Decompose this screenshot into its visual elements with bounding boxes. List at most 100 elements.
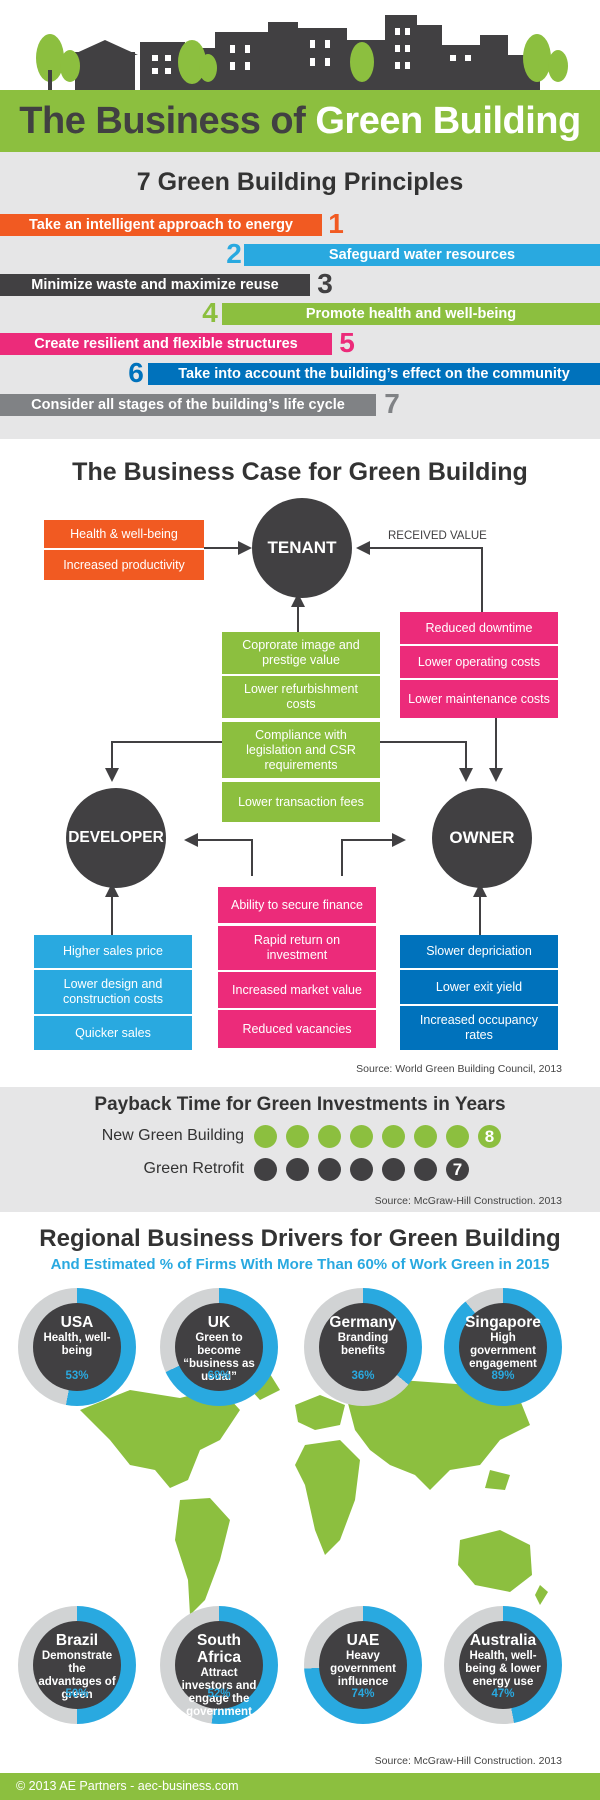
region-driver: Health, well-being & lower energy use — [465, 1650, 541, 1688]
region-percent: 52% — [207, 1688, 231, 1700]
payback-panel — [0, 1087, 600, 1212]
shared-value-box: Compliance with legislation and CSR requ… — [222, 722, 380, 778]
principle-bar: Take into account the building’s effect … — [148, 363, 600, 385]
tenant-value-box: Increased productivity — [44, 550, 204, 580]
region-name: Singapore — [465, 1314, 541, 1331]
payback-value: 7 — [446, 1158, 469, 1181]
shared-value-box: Lower transaction fees — [222, 782, 380, 822]
region-name: South Africa — [197, 1632, 241, 1666]
principle-number: 2 — [226, 238, 242, 269]
payback-dot — [382, 1125, 405, 1148]
principle-bar: Minimize waste and maximize reuse — [0, 274, 310, 296]
region-driver: Attract investors and engage the governm… — [181, 1667, 257, 1718]
developer-value-box: Higher sales price — [34, 935, 192, 968]
finance-value-box: Reduced vacancies — [218, 1010, 376, 1048]
payback-dot — [414, 1125, 437, 1148]
regional-heading: Regional Business Drivers for Green Buil… — [39, 1225, 561, 1252]
region-percent: 36% — [351, 1370, 375, 1382]
region-driver: Demonstrate the advantages of green — [38, 1650, 116, 1701]
owner-value-box: Reduced downtime — [400, 612, 558, 644]
region-percent: 74% — [351, 1688, 375, 1700]
received-value-label: RECEIVED VALUE — [388, 530, 487, 542]
finance-value-box: Ability to secure finance — [218, 887, 376, 923]
principles-heading: 7 Green Building Principles — [136, 168, 464, 196]
region-name: Brazil — [55, 1632, 99, 1649]
region-name: UK — [207, 1314, 231, 1331]
skyline-illustration — [0, 0, 600, 90]
payback-dot — [350, 1125, 373, 1148]
payback-dot — [414, 1158, 437, 1181]
payback-dot — [254, 1158, 277, 1181]
principle-number: 4 — [202, 297, 218, 328]
business-case-heading: The Business Case for Green Building — [72, 458, 528, 486]
tenant-value-box: Health & well-being — [44, 520, 204, 548]
finance-value-box: Rapid return on investment — [218, 926, 376, 970]
payback-dot — [318, 1158, 341, 1181]
payback-label: Green Retrofit — [143, 1160, 244, 1177]
developer-value-box: Quicker sales — [34, 1016, 192, 1050]
regional-source: Source: McGraw-Hill Construction. 2013 — [374, 1755, 562, 1767]
payback-dot — [382, 1158, 405, 1181]
investor-value-box: Lower exit yield — [400, 970, 558, 1004]
shared-value-box: Lower refurbishment costs — [222, 676, 380, 718]
principle-number: 6 — [128, 357, 144, 388]
world-map — [80, 1374, 548, 1615]
payback-dot — [286, 1125, 309, 1148]
payback-dot — [286, 1158, 309, 1181]
principle-bar: Consider all stages of the building’s li… — [0, 394, 376, 416]
region-percent: 50% — [65, 1688, 89, 1700]
region-driver: Green to become “business as usual” — [183, 1332, 255, 1383]
principle-number: 3 — [317, 268, 333, 299]
principle-number: 5 — [339, 327, 355, 358]
region-percent: 47% — [491, 1688, 515, 1700]
region-name: Germany — [329, 1314, 397, 1331]
page-title: The Business of Green Building — [19, 100, 581, 142]
title-band — [0, 90, 600, 152]
region-name: USA — [60, 1314, 94, 1331]
region-driver: Branding benefits — [337, 1332, 389, 1357]
payback-dot — [446, 1125, 469, 1148]
developer-value-box: Lower design and construction costs — [34, 970, 192, 1014]
investor-value-box: Slower depriciation — [400, 935, 558, 968]
principle-number: 1 — [328, 208, 344, 239]
region-percent: 68% — [207, 1370, 231, 1382]
payback-source: Source: McGraw-Hill Construction. 2013 — [374, 1195, 562, 1207]
principle-bar: Create resilient and flexible structures — [0, 333, 332, 355]
owner-circle: OWNER — [432, 788, 532, 888]
payback-dot — [254, 1125, 277, 1148]
payback-heading: Payback Time for Green Investments in Ye… — [94, 1094, 506, 1115]
payback-value: 8 — [478, 1125, 501, 1148]
owner-value-box: Lower maintenance costs — [400, 680, 558, 718]
owner-value-box: Lower operating costs — [400, 646, 558, 678]
business-case-source: Source: World Green Building Council, 20… — [356, 1063, 562, 1075]
shared-value-box: Coprorate image and prestige value — [222, 632, 380, 674]
tenant-circle: TENANT — [252, 498, 352, 598]
payback-label: New Green Building — [101, 1127, 244, 1144]
principle-bar: Promote health and well-being — [222, 303, 600, 325]
region-name: UAE — [346, 1632, 380, 1649]
regional-subheading: And Estimated % of Firms With More Than … — [50, 1256, 550, 1273]
region-driver: Heavy government influence — [330, 1650, 396, 1688]
principle-number: 7 — [384, 388, 400, 419]
principle-bar: Take an intelligent approach to energy — [0, 214, 322, 236]
payback-dot — [350, 1158, 373, 1181]
region-driver: High government engagement — [469, 1332, 537, 1370]
finance-value-box: Increased market value — [218, 972, 376, 1008]
investor-value-box: Increased occupancy rates — [400, 1006, 558, 1050]
region-percent: 53% — [65, 1370, 89, 1382]
